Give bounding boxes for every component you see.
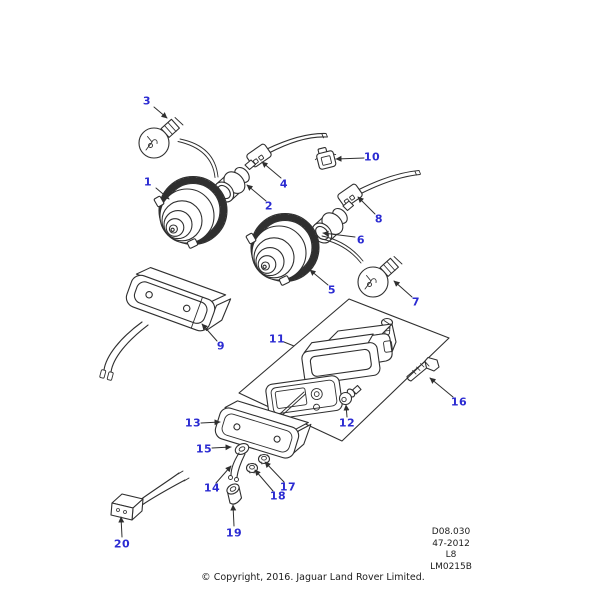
- connector-20-drawing: [110, 470, 190, 521]
- doc-code-line: L8: [445, 550, 457, 560]
- leader-line-9: [201, 323, 218, 342]
- lamp-housing-13-drawing: [214, 400, 312, 459]
- grommet-15-drawing: [234, 443, 250, 455]
- callout-20[interactable]: 20: [113, 537, 131, 551]
- callout-4[interactable]: 4: [279, 177, 289, 191]
- doc-code-line: D08.030: [431, 527, 471, 537]
- leader-line-12: [343, 404, 350, 418]
- guide-arc-bulb3-to-holder2: [177, 138, 219, 178]
- leader-line-11: [283, 341, 295, 347]
- leader-line-6: [322, 230, 356, 238]
- leader-line-8: [357, 196, 376, 215]
- callout-7[interactable]: 7: [411, 295, 421, 309]
- doc-code-line: 47-2012: [432, 538, 470, 549]
- callout-8[interactable]: 8: [374, 212, 384, 226]
- wire-harness-8-drawing: [357, 169, 421, 195]
- wire-harness-4-drawing: [266, 132, 328, 154]
- nut-17-drawing: [257, 453, 271, 465]
- callout-19[interactable]: 19: [225, 526, 243, 540]
- callout-15[interactable]: 15: [195, 442, 213, 456]
- leader-line-5: [309, 269, 329, 286]
- callout-14[interactable]: 14: [203, 481, 221, 495]
- leader-line-15: [211, 444, 232, 451]
- callout-12[interactable]: 12: [338, 416, 356, 430]
- guide-arc-holder6-to-bulb7: [319, 235, 364, 264]
- callout-16[interactable]: 16: [450, 395, 468, 409]
- callout-9[interactable]: 9: [216, 339, 226, 353]
- bolt-16-drawing: [406, 356, 440, 382]
- leader-line-7: [393, 280, 413, 298]
- leader-line-19: [230, 504, 237, 527]
- leader-line-1: [155, 187, 170, 200]
- callout-3[interactable]: 3: [142, 94, 152, 108]
- lamp-lens-frame-drawing: [301, 333, 381, 385]
- callout-11[interactable]: 11: [268, 332, 286, 346]
- grommet-10-drawing: [314, 147, 337, 170]
- leader-line-14: [215, 465, 232, 484]
- callout-6[interactable]: 6: [356, 233, 366, 247]
- marker-lamp-9-drawing: [99, 267, 232, 381]
- wires-14-drawing: [228, 452, 246, 482]
- leader-lines-layer: [118, 106, 454, 538]
- callout-18[interactable]: 18: [269, 489, 287, 503]
- lamp-base-plate-drawing: [247, 375, 343, 446]
- assembly-box-11-outline: [238, 298, 450, 442]
- bulb-7-drawing: [357, 255, 403, 298]
- leader-line-4: [261, 161, 282, 179]
- callout-17[interactable]: 17: [279, 480, 297, 494]
- bulb-19-drawing: [226, 483, 243, 505]
- leader-line-10: [335, 155, 365, 162]
- leader-line-3: [153, 106, 168, 119]
- copyright-notice: © Copyright, 2016. Jaguar Land Rover Lim…: [201, 572, 425, 583]
- callout-13[interactable]: 13: [184, 416, 202, 430]
- drawing-reference-codes: D08.030 47-2012 L8 LM0215B: [411, 527, 491, 573]
- leader-line-20: [118, 516, 125, 538]
- lamp-body-1-drawing: [154, 177, 227, 249]
- callout-1[interactable]: 1: [143, 175, 153, 189]
- doc-code-line: LM0215B: [430, 561, 472, 572]
- callout-5[interactable]: 5: [327, 283, 337, 297]
- callout-10[interactable]: 10: [363, 150, 381, 164]
- lamp-body-5-drawing: [246, 214, 319, 286]
- leader-line-13: [200, 419, 221, 426]
- bulb-3-drawing: [138, 116, 184, 159]
- leader-line-16: [429, 377, 454, 398]
- leader-line-2: [246, 184, 267, 202]
- bulb-12-drawing: [338, 384, 362, 406]
- leader-line-17: [264, 461, 285, 483]
- callout-2[interactable]: 2: [264, 199, 274, 213]
- leader-line-18: [254, 469, 274, 492]
